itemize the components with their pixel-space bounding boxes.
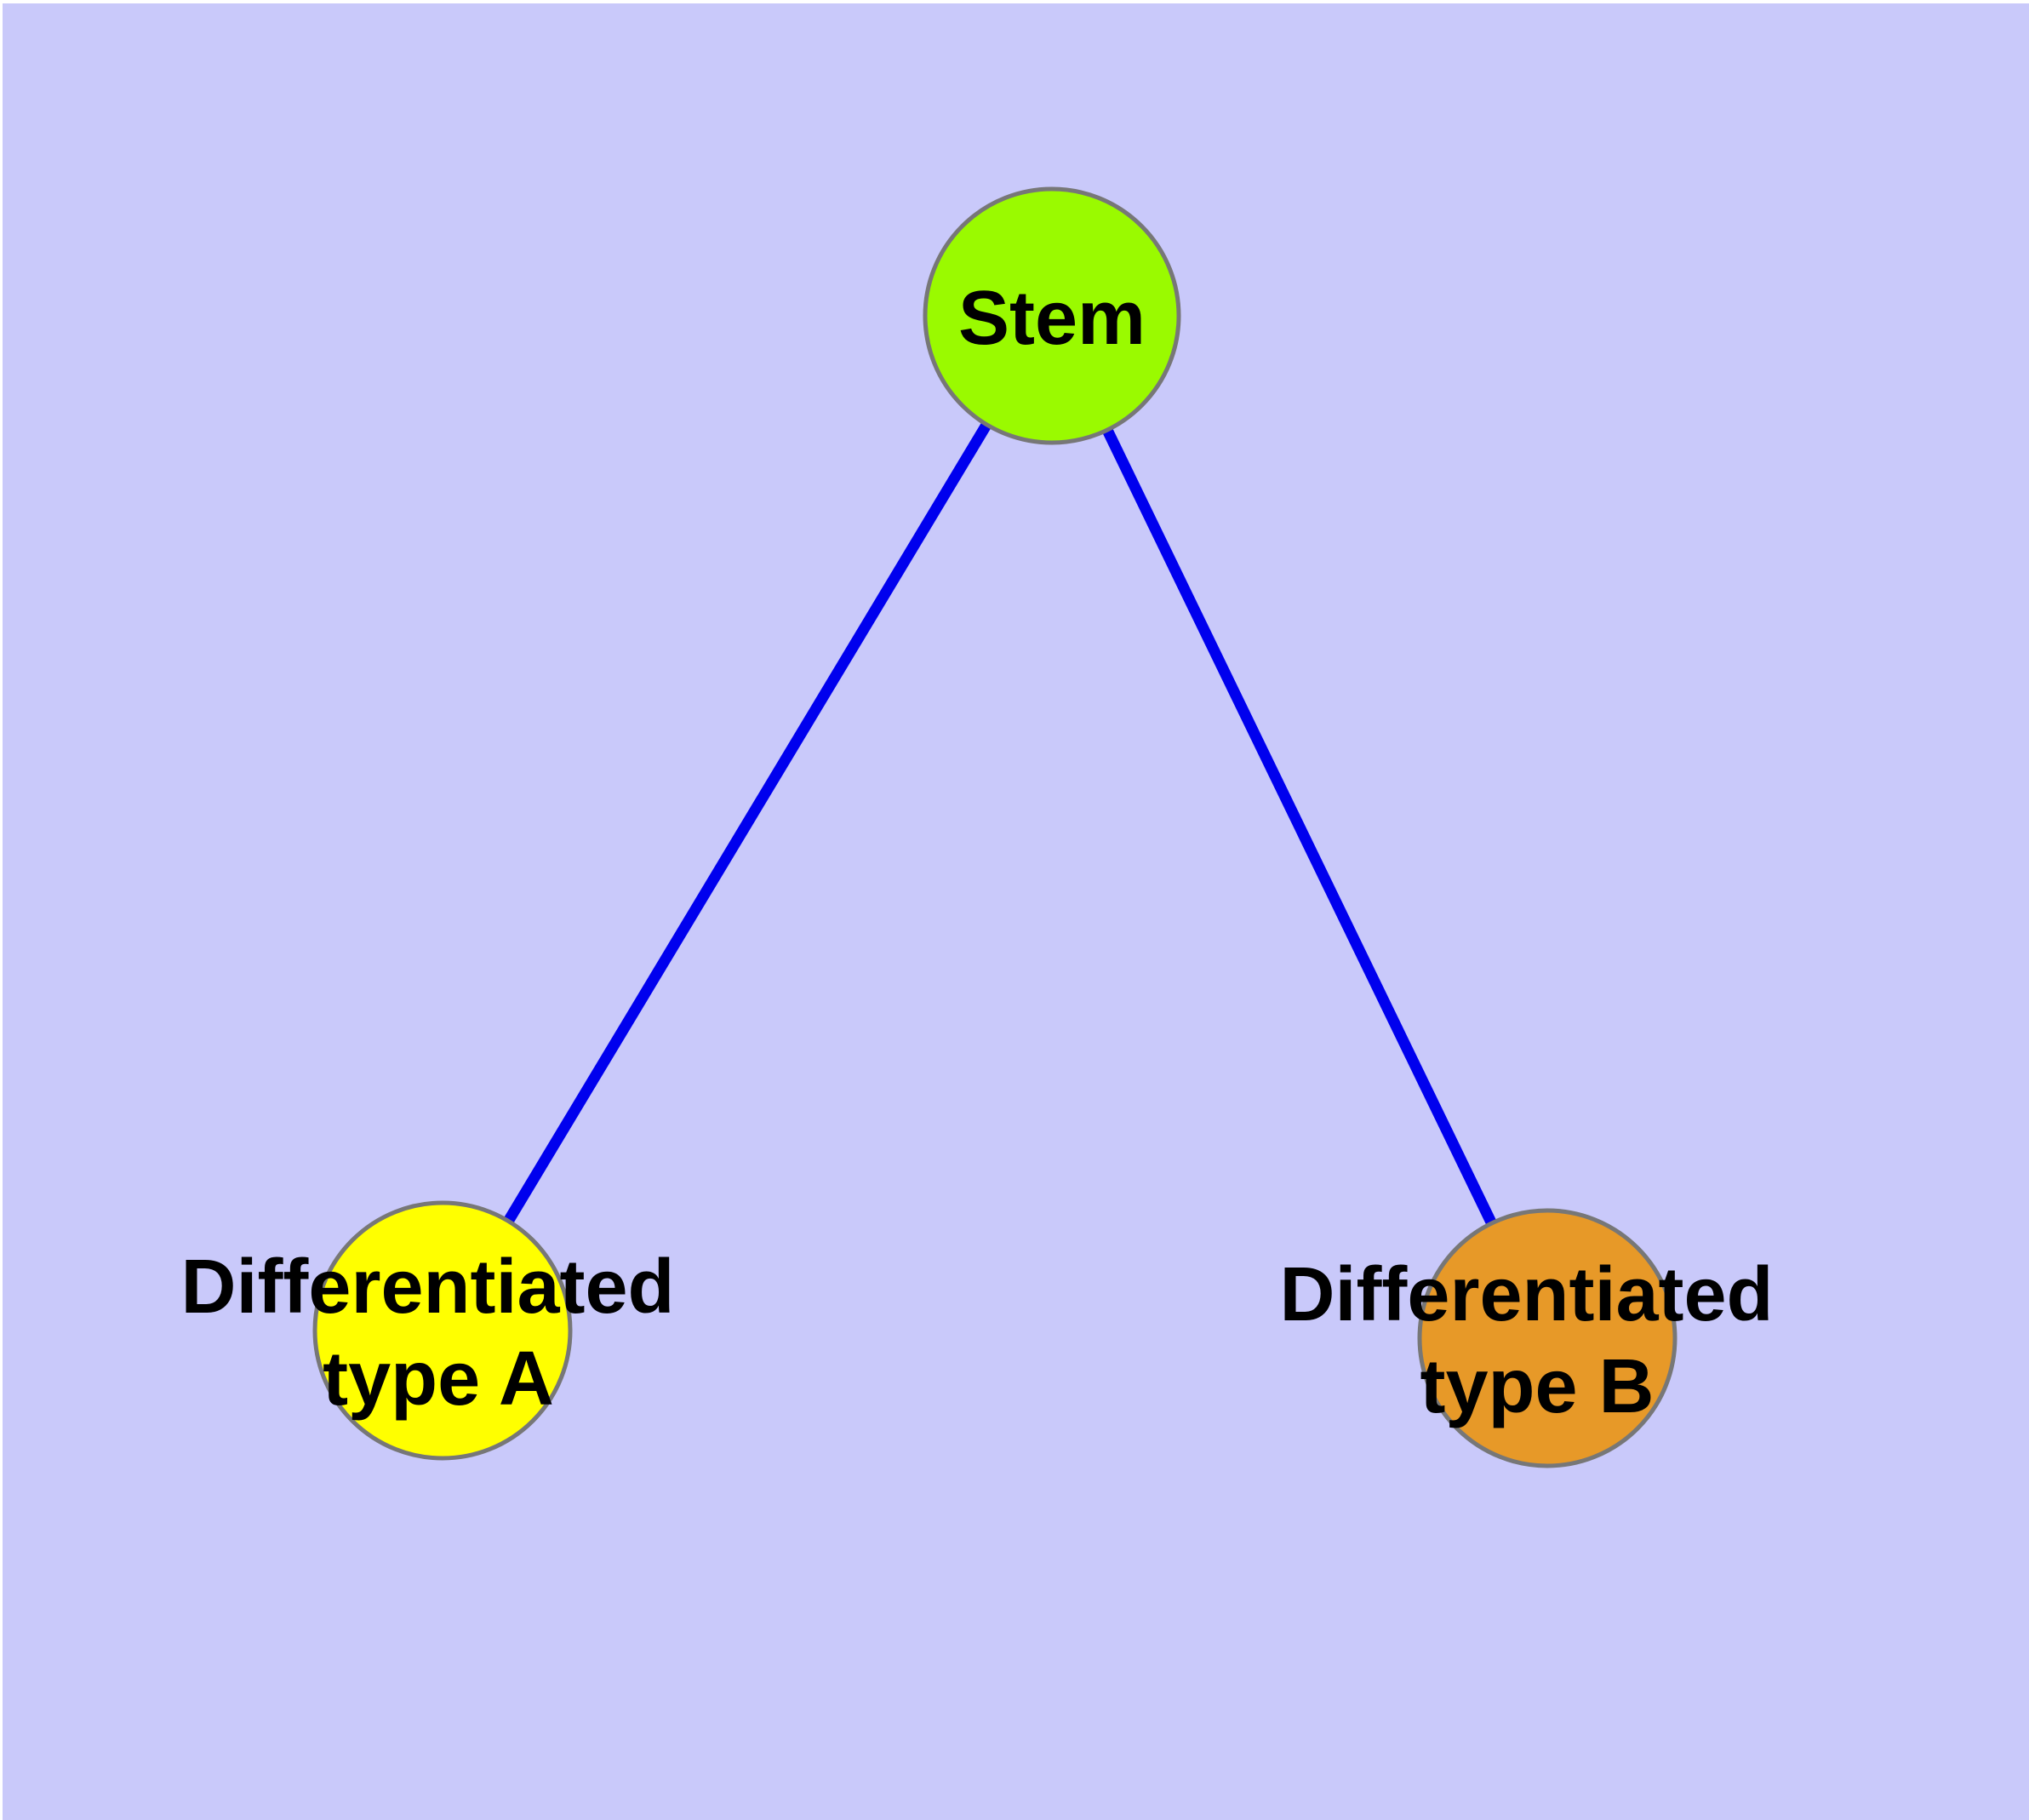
node-typeB-circle (1417, 1208, 1677, 1468)
node-typeB-label: Differentiated type B (1279, 1252, 1794, 1429)
edge-stem-to-typeA (437, 312, 1057, 1334)
node-typeA-label: Differentiated type A (180, 1245, 695, 1422)
node-typeB-label-line2: type B (1420, 1344, 1654, 1429)
node-typeB-label-line1: Differentiated (1279, 1252, 1773, 1337)
node-typeA-label-line2: type A (323, 1336, 554, 1422)
node-stem-label: Stem (958, 276, 1146, 361)
node-stem-circle (923, 186, 1181, 445)
node-typeA-circle (312, 1200, 573, 1461)
edge-stem-to-typeB (1047, 313, 1552, 1341)
node-typeA-label-line1: Differentiated (180, 1245, 674, 1330)
